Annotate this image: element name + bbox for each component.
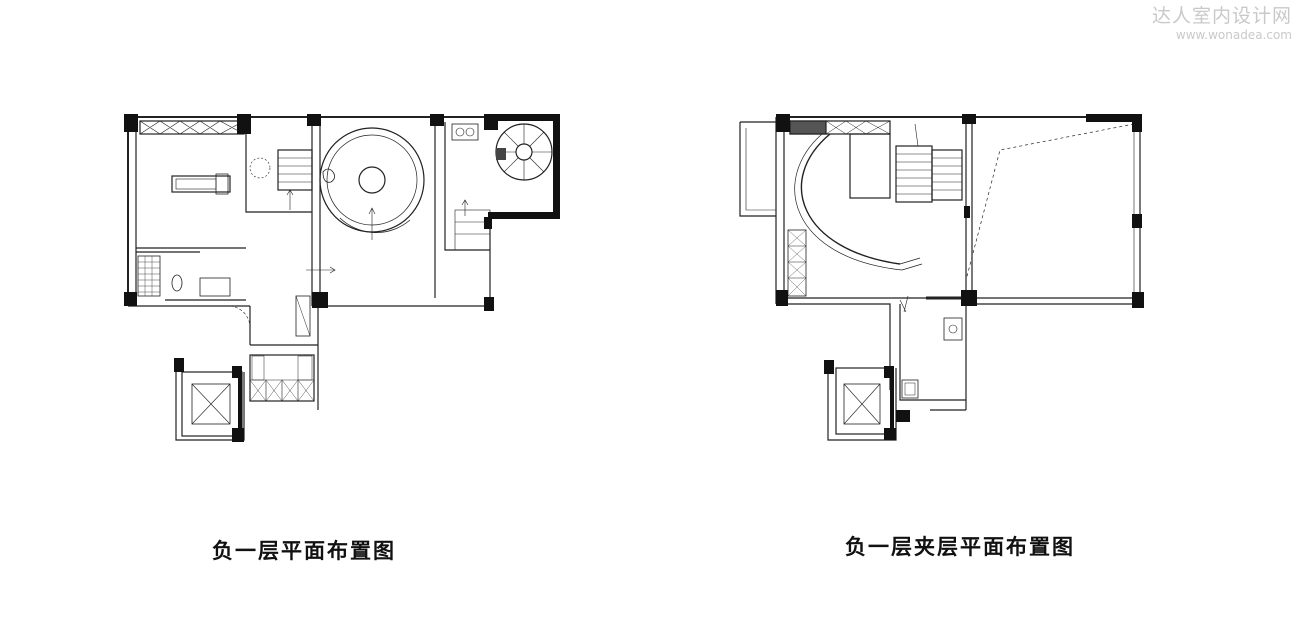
- watermark: 达人室内设计网 www.wonadea.com: [1152, 4, 1292, 42]
- plan-right-columns: [776, 114, 1144, 440]
- plan-left: [127, 116, 560, 441]
- watermark-title: 达人室内设计网: [1151, 5, 1292, 27]
- plan-caption-basement-mezzanine: 负一层夹层平面布置图: [845, 535, 1075, 559]
- watermark-url: www.wonadea.com: [1175, 28, 1292, 42]
- plan-right: [739, 116, 1141, 441]
- plan-left-columns: [124, 114, 560, 442]
- plan-caption-basement: 负一层平面布置图: [212, 539, 396, 563]
